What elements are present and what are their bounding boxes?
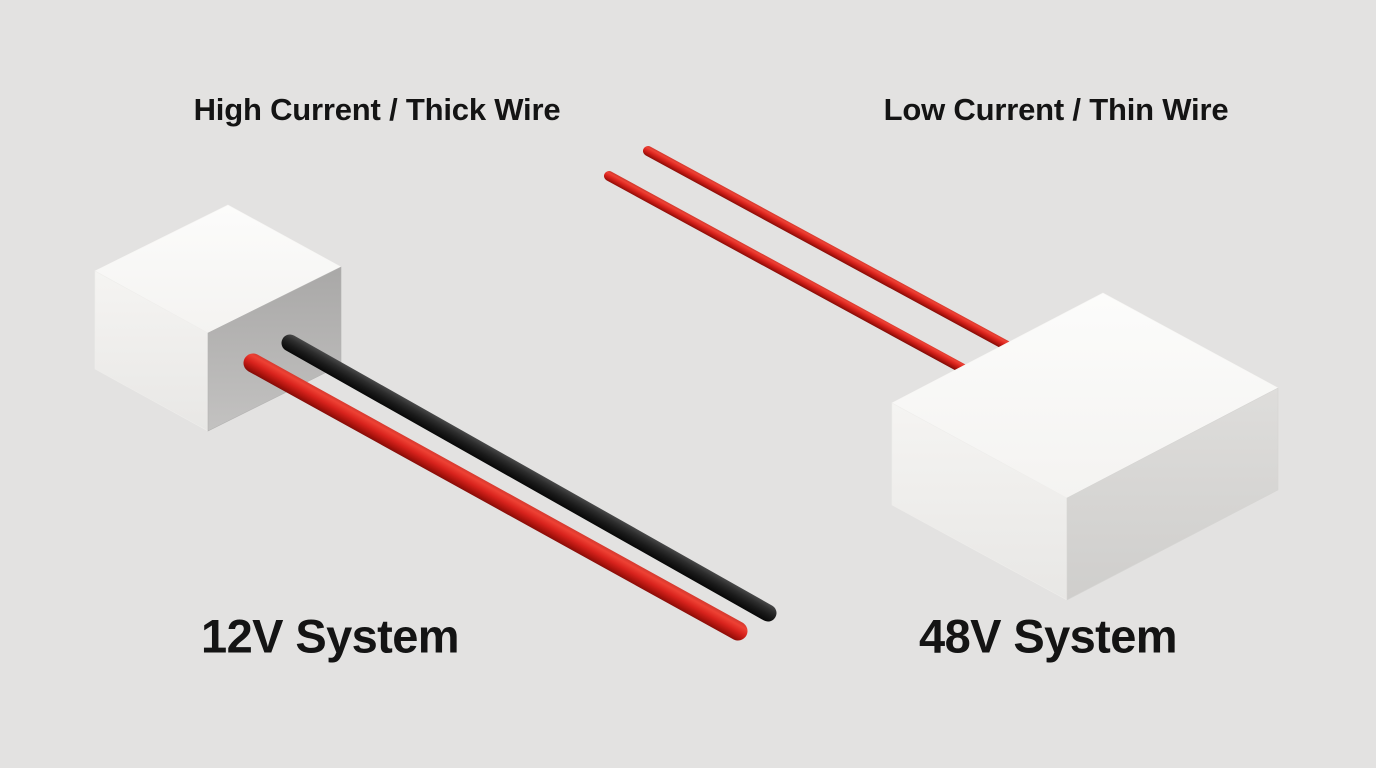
large-box-right-face xyxy=(1066,387,1279,601)
right-panel-caption: 48V System xyxy=(919,609,1178,663)
thin-red-wire-1 xyxy=(643,146,1025,358)
left-panel-heading: High Current / Thick Wire xyxy=(193,92,561,127)
thick-red-wire xyxy=(243,353,748,641)
thick-black-wire xyxy=(281,334,777,622)
thin-wires xyxy=(604,146,1025,382)
left-panel-caption: 12V System xyxy=(201,609,460,663)
small-box-12v xyxy=(94,204,342,432)
large-box-48v xyxy=(891,292,1279,601)
thick-wires xyxy=(243,334,777,641)
right-panel-heading: Low Current / Thin Wire xyxy=(883,92,1229,127)
thin-red-wire-2 xyxy=(604,171,983,382)
